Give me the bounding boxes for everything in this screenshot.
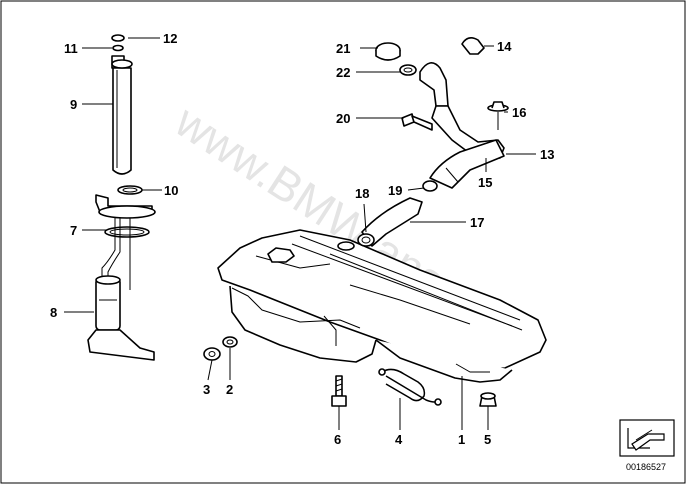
callout-13: 13 (540, 147, 554, 162)
view-direction-icon (619, 419, 675, 457)
callout-6: 6 (334, 432, 341, 447)
callout-21: 21 (336, 41, 350, 56)
callout-16: 16 (512, 105, 526, 120)
callout-17: 17 (470, 215, 484, 230)
callout-11: 11 (64, 41, 78, 56)
fuel-pump-assembly (87, 34, 156, 361)
callout-9: 9 (70, 97, 77, 112)
callout-20: 20 (336, 111, 350, 126)
callout-3: 3 (203, 382, 210, 397)
callout-5: 5 (484, 432, 491, 447)
callout-14: 14 (497, 39, 512, 54)
callout-18: 18 (355, 186, 369, 201)
callout-22: 22 (336, 65, 350, 80)
fuel-tank (217, 229, 547, 383)
document-number: 00186527 (626, 462, 666, 472)
callout-4: 4 (395, 432, 403, 447)
callout-15: 15 (478, 175, 492, 190)
callout-8: 8 (50, 305, 57, 320)
callout-labels: 12 11 9 10 7 8 3 2 6 4 1 5 21 22 14 20 1… (50, 31, 554, 447)
filler-pipe-assembly (357, 36, 509, 247)
callout-7: 7 (70, 223, 77, 238)
leader-lines (64, 37, 536, 430)
callout-12: 12 (163, 31, 177, 46)
callout-2: 2 (226, 382, 233, 397)
callout-10: 10 (164, 183, 178, 198)
vent-line (378, 368, 442, 406)
callout-19: 19 (388, 183, 402, 198)
callout-1: 1 (458, 432, 465, 447)
